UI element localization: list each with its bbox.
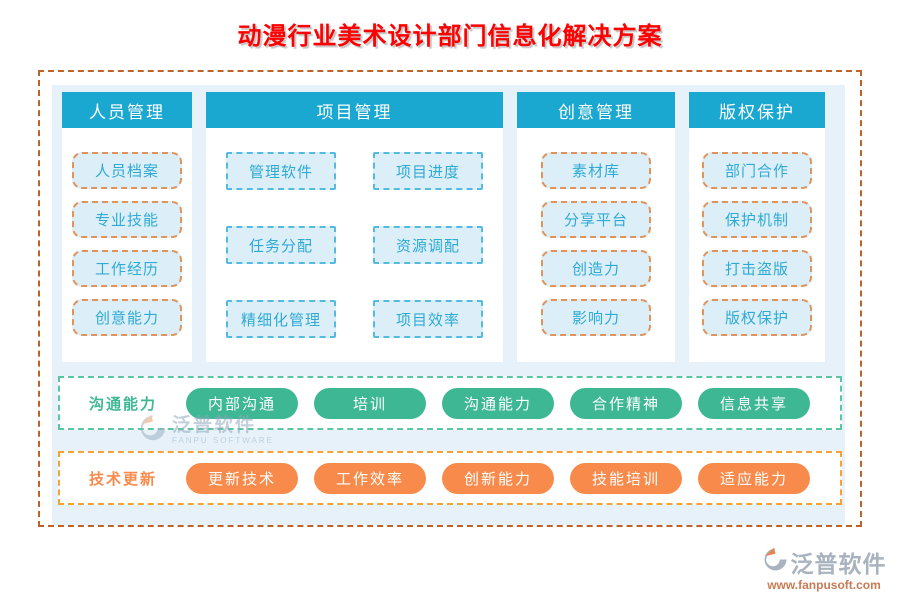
pill-node: 合作精神 — [570, 387, 682, 419]
band-label: 沟通能力 — [88, 395, 157, 413]
node-row: 管理软件 项目进度 — [226, 152, 483, 190]
fanpu-logo-icon — [762, 546, 789, 578]
pill-node: 工作效率 — [314, 462, 426, 494]
diagram-node: 创意能力 — [72, 299, 182, 336]
pill-node: 技能培训 — [570, 462, 682, 494]
diagram-node: 专业技能 — [72, 201, 182, 238]
diagram-node: 管理软件 — [226, 152, 336, 190]
node-row: 精细化管理 项目效率 — [226, 300, 483, 338]
communication-band: 沟通能力 内部沟通 培训 沟通能力 合作精神 信息共享 — [58, 376, 842, 430]
brand-url: www.fanpusoft.com — [767, 578, 881, 592]
diagram-node: 人员档案 — [72, 152, 182, 189]
pill-node: 培训 — [314, 387, 426, 419]
diagram-node: 精细化管理 — [226, 300, 336, 338]
diagram-node: 项目进度 — [373, 152, 483, 190]
section-personnel-management: 人员管理 人员档案 专业技能 工作经历 创意能力 — [62, 92, 192, 362]
pill-node: 创新能力 — [442, 462, 554, 494]
pill-group: 内部沟通 培训 沟通能力 合作精神 信息共享 — [186, 387, 810, 419]
brand-row: 泛普软件 — [762, 545, 887, 579]
pill-node: 沟通能力 — [442, 387, 554, 419]
section-body: 管理软件 项目进度 任务分配 资源调配 精细化管理 项目效率 — [206, 128, 503, 338]
section-body: 部门合作 保护机制 打击盗版 版权保护 — [689, 128, 825, 336]
diagram-node: 项目效率 — [373, 300, 483, 338]
section-header: 创意管理 — [517, 92, 675, 128]
section-copyright-protection: 版权保护 部门合作 保护机制 打击盗版 版权保护 — [689, 92, 825, 362]
diagram-node: 资源调配 — [373, 226, 483, 264]
pill-node: 内部沟通 — [186, 387, 298, 419]
tech-update-band: 技术更新 更新技术 工作效率 创新能力 技能培训 适应能力 — [58, 451, 842, 505]
section-creative-management: 创意管理 素材库 分享平台 创造力 影响力 — [517, 92, 675, 362]
band-label: 技术更新 — [88, 470, 157, 488]
diagram-node: 部门合作 — [702, 152, 812, 189]
section-body: 人员档案 专业技能 工作经历 创意能力 — [62, 128, 192, 336]
diagram-node: 工作经历 — [72, 250, 182, 287]
pill-group: 更新技术 工作效率 创新能力 技能培训 适应能力 — [186, 462, 810, 494]
diagram-node: 创造力 — [541, 250, 651, 287]
fanpu-brand-block: 泛普软件 www.fanpusoft.com — [748, 545, 900, 592]
diagram-node: 分享平台 — [541, 201, 651, 238]
pill-node: 更新技术 — [186, 462, 298, 494]
diagram-node: 任务分配 — [226, 226, 336, 264]
section-header: 版权保护 — [689, 92, 825, 128]
pill-node: 信息共享 — [698, 387, 810, 419]
page-title: 动漫行业美术设计部门信息化解决方案 — [237, 23, 663, 50]
section-header: 人员管理 — [62, 92, 192, 128]
section-body: 素材库 分享平台 创造力 影响力 — [517, 128, 675, 336]
section-project-management: 项目管理 管理软件 项目进度 任务分配 资源调配 精细化管理 项目效率 — [206, 92, 503, 362]
node-row: 任务分配 资源调配 — [226, 226, 483, 264]
pill-node: 适应能力 — [698, 462, 810, 494]
section-header: 项目管理 — [206, 92, 503, 128]
brand-name: 泛普软件 — [790, 551, 887, 577]
diagram-node: 素材库 — [541, 152, 651, 189]
outer-dashed-frame — [38, 70, 862, 527]
diagram-node: 打击盗版 — [702, 250, 812, 287]
diagram-node: 影响力 — [541, 299, 651, 336]
diagram-node: 保护机制 — [702, 201, 812, 238]
diagram-node: 版权保护 — [702, 299, 812, 336]
